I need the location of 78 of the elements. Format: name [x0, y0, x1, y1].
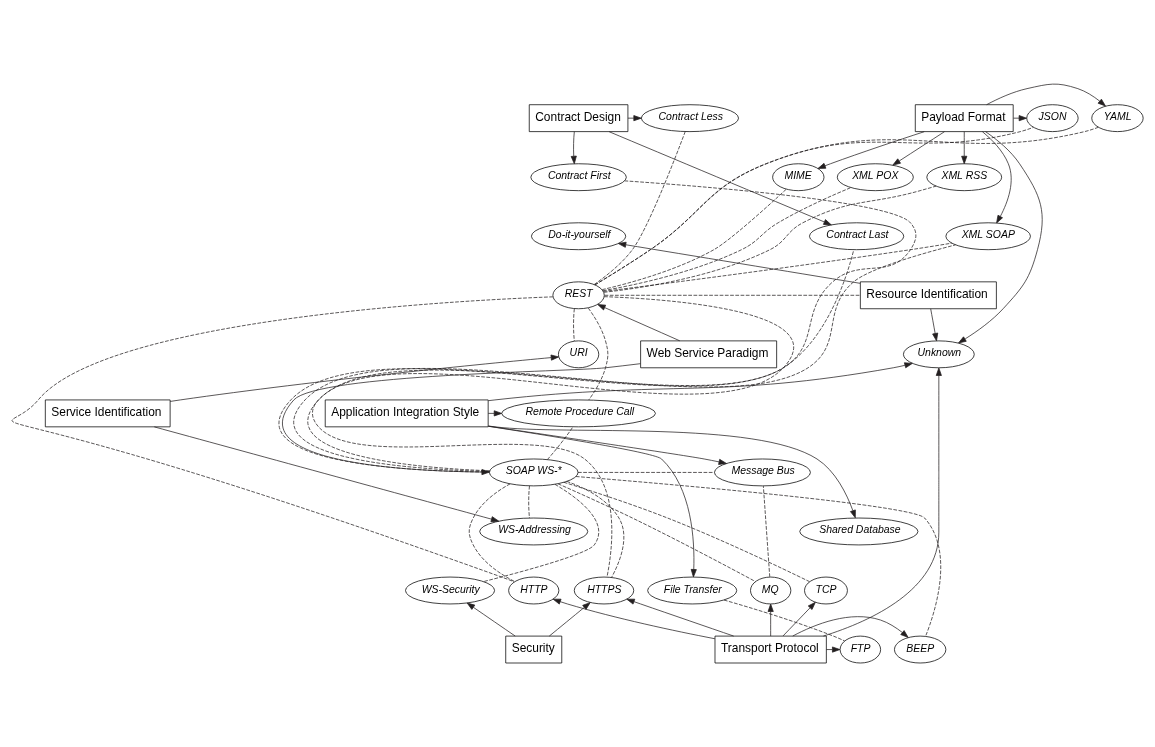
- arrow: [1013, 115, 1027, 122]
- node-ellipse: TCP: [804, 576, 848, 605]
- arrow: [981, 131, 1012, 224]
- connector: [587, 307, 609, 401]
- node-ellipse: FTP: [839, 635, 881, 664]
- arrow: [552, 598, 716, 640]
- arrow: [792, 616, 909, 638]
- arrow: [826, 646, 841, 653]
- arrow: [986, 83, 1106, 107]
- node-ellipse: SOAP WS-*: [489, 458, 579, 487]
- connector: [483, 483, 600, 582]
- arrow: [892, 131, 945, 166]
- connector: [763, 485, 771, 578]
- arrow: [626, 598, 735, 637]
- connector: [278, 180, 917, 473]
- arrow: [767, 603, 774, 637]
- arrow: [169, 354, 559, 402]
- arrow: [961, 131, 968, 165]
- arrow: [153, 426, 500, 523]
- node-ellipse: Shared Database: [799, 517, 919, 546]
- arrow: [823, 367, 942, 637]
- connector: [307, 249, 855, 472]
- arrow: [487, 410, 503, 417]
- connector: [723, 599, 845, 642]
- node-box: Transport Protocol: [714, 635, 827, 664]
- connector: [603, 185, 937, 293]
- arrow: [817, 131, 925, 169]
- connector: [557, 483, 756, 582]
- node-box: Application Integration Style: [324, 399, 489, 428]
- node-box: Payload Format: [914, 104, 1014, 132]
- arrow: [548, 602, 591, 637]
- connector: [547, 426, 574, 460]
- node-ellipse: MQ: [750, 576, 792, 605]
- node-ellipse: Contract First: [530, 163, 627, 192]
- node-box: Service Identification: [44, 399, 171, 428]
- arrow: [618, 241, 861, 284]
- arrow: [597, 304, 681, 342]
- arrow: [487, 425, 697, 578]
- connector: [468, 483, 515, 582]
- node-ellipse: JSON: [1026, 104, 1079, 132]
- connector: [603, 242, 953, 292]
- node-ellipse: YAML: [1091, 104, 1144, 132]
- arrow: [627, 115, 642, 122]
- node-box: Web Service Paradigm: [640, 340, 778, 369]
- arrow: [466, 602, 516, 637]
- node-ellipse: BEEP: [894, 635, 947, 664]
- connector: [601, 188, 787, 290]
- connector: [12, 296, 554, 583]
- arrow: [930, 308, 939, 342]
- node-ellipse: WS-Security: [405, 576, 495, 605]
- connector: [563, 481, 810, 583]
- connector: [575, 476, 942, 637]
- connector: [602, 187, 852, 292]
- node-ellipse: XML POX: [836, 163, 914, 192]
- connector: [604, 294, 861, 296]
- node-box: Security: [505, 635, 563, 664]
- arrow: [958, 131, 1043, 344]
- node-ellipse: XML RSS: [926, 163, 1003, 192]
- connector: [577, 472, 715, 473]
- node-ellipse: Remote Procedure Call: [501, 399, 656, 428]
- connector: [312, 296, 794, 578]
- node-ellipse: URI: [558, 340, 600, 369]
- arrow: [570, 131, 577, 165]
- node-ellipse: XML SOAP: [945, 222, 1031, 251]
- node-ellipse: File Transfer: [647, 576, 738, 605]
- arrow: [782, 602, 816, 637]
- node-ellipse: Contract Last: [809, 222, 905, 251]
- node-box: Contract Design: [528, 104, 629, 132]
- node-box: Resource Identification: [860, 281, 997, 310]
- node-ellipse: Contract Less: [641, 104, 739, 132]
- connector: [566, 481, 625, 578]
- arrow: [488, 425, 856, 519]
- connector: [573, 308, 575, 342]
- arrow: [608, 131, 832, 226]
- connector: [593, 131, 686, 285]
- arrow: [487, 362, 913, 402]
- connector: [528, 485, 530, 519]
- connector: [293, 244, 956, 472]
